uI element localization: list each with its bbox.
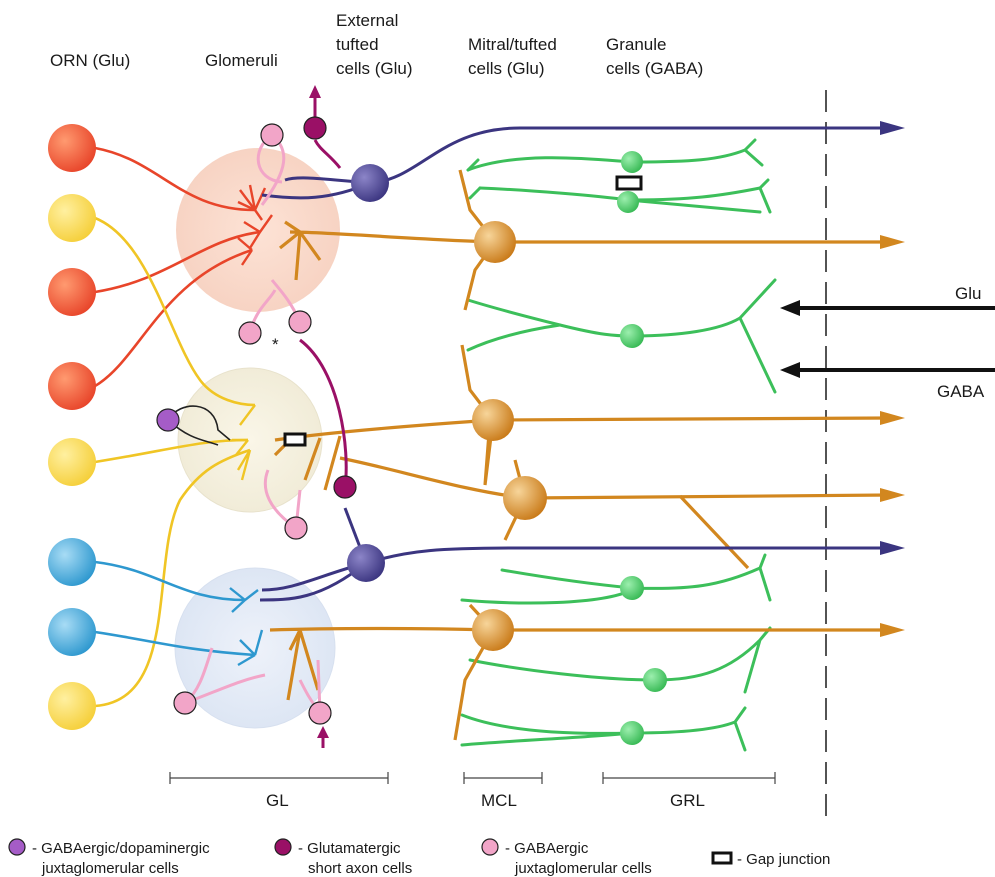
external-tufted-label-line2: tufted bbox=[336, 35, 379, 54]
mitral-cell bbox=[472, 399, 514, 441]
layer-label-gl: GL bbox=[266, 791, 289, 810]
glomerulus-3 bbox=[174, 567, 336, 729]
glomeruli bbox=[174, 148, 340, 729]
orn-cell-blue bbox=[48, 608, 96, 656]
mitral-cell bbox=[472, 609, 514, 651]
legend-pink-swatch bbox=[481, 838, 499, 856]
purple-jg-cell bbox=[156, 408, 180, 432]
glu-input-label: Glu bbox=[955, 284, 981, 303]
granule-cell-processes bbox=[460, 138, 777, 752]
orn-cell-red bbox=[48, 268, 96, 316]
granule-cell bbox=[643, 668, 667, 692]
header-labels: ORN (Glu) Glomeruli External tufted cell… bbox=[50, 11, 703, 78]
short-axon-processes bbox=[299, 95, 348, 748]
orn-cell-yellow bbox=[48, 194, 96, 242]
external-tufted-arrowheads bbox=[880, 121, 905, 555]
external-tufted-cells bbox=[347, 164, 389, 582]
glomerular-tufts bbox=[229, 184, 273, 667]
mitral-cell bbox=[503, 476, 547, 520]
layer-bars bbox=[169, 772, 776, 784]
pink-jg-cell bbox=[288, 310, 312, 334]
orn-cell-red bbox=[48, 124, 96, 172]
granule-cells bbox=[617, 151, 667, 745]
granule-cell bbox=[620, 721, 644, 745]
pink-jg-cell bbox=[173, 691, 197, 715]
granule-label-line2: cells (GABA) bbox=[606, 59, 703, 78]
external-tufted-cell bbox=[351, 164, 389, 202]
granule-cell bbox=[620, 576, 644, 600]
orn-cell-yellow bbox=[48, 682, 96, 730]
external-tufted-label-line1: External bbox=[336, 11, 398, 30]
pink-jg-cell bbox=[284, 516, 308, 540]
external-tufted-cell bbox=[347, 544, 385, 582]
legend: - GABAergic/dopaminergic juxtaglomerular… bbox=[8, 838, 830, 877]
legend-magenta-line1: - Glutamatergic bbox=[298, 840, 401, 857]
orn-label: ORN (Glu) bbox=[50, 51, 130, 70]
glomeruli-label: Glomeruli bbox=[205, 51, 278, 70]
mitral-cell bbox=[474, 221, 516, 263]
pink-jg-cell bbox=[260, 123, 284, 147]
external-inputs: Glu GABA bbox=[780, 284, 995, 401]
short-axon-cells bbox=[303, 116, 357, 499]
orn-cell-red bbox=[48, 362, 96, 410]
gaba-input-label: GABA bbox=[937, 382, 985, 401]
layer-label-grl: GRL bbox=[670, 791, 705, 810]
legend-gap-label: - Gap junction bbox=[737, 851, 830, 868]
granule-cell bbox=[621, 151, 643, 173]
mitral-tufted-label-line1: Mitral/tufted bbox=[468, 35, 557, 54]
pink-jg-cells bbox=[173, 123, 332, 725]
granule-label-line1: Granule bbox=[606, 35, 666, 54]
mitral-tufted-processes bbox=[269, 169, 891, 741]
granule-cell bbox=[620, 324, 644, 348]
legend-gap-swatch bbox=[711, 851, 733, 865]
short-axon-cell bbox=[333, 475, 357, 499]
mitral-output-arrowheads bbox=[880, 235, 905, 637]
glomerulus-2 bbox=[177, 367, 323, 513]
legend-magenta-swatch bbox=[274, 838, 292, 856]
legend-purple-swatch bbox=[8, 838, 26, 856]
external-tufted-label-line3: cells (Glu) bbox=[336, 59, 413, 78]
legend-purple-line1: - GABAergic/dopaminergic bbox=[32, 840, 210, 857]
pink-jg-cell bbox=[238, 321, 262, 345]
mitral-tufted-label-line2: cells (Glu) bbox=[468, 59, 545, 78]
asterisk-marker: * bbox=[272, 335, 279, 354]
orn-cell-yellow bbox=[48, 438, 96, 486]
gap-junction-glomerular bbox=[283, 432, 307, 447]
mitral-tufted-cells bbox=[472, 221, 547, 651]
legend-magenta-line2: short axon cells bbox=[308, 860, 412, 877]
legend-pink-line2: juxtaglomerular cells bbox=[514, 860, 652, 877]
granule-cell bbox=[617, 191, 639, 213]
orn-cells bbox=[48, 124, 96, 730]
layer-label-mcl: MCL bbox=[481, 791, 517, 810]
legend-pink-line1: - GABAergic bbox=[505, 840, 589, 857]
legend-purple-line2: juxtaglomerular cells bbox=[41, 860, 179, 877]
external-tufted-processes bbox=[259, 126, 880, 602]
pink-jg-cell bbox=[308, 701, 332, 725]
orn-cell-blue bbox=[48, 538, 96, 586]
gap-junction-granule bbox=[615, 175, 643, 191]
short-axon-cell bbox=[303, 116, 327, 140]
short-axon-arrowheads bbox=[309, 85, 329, 738]
